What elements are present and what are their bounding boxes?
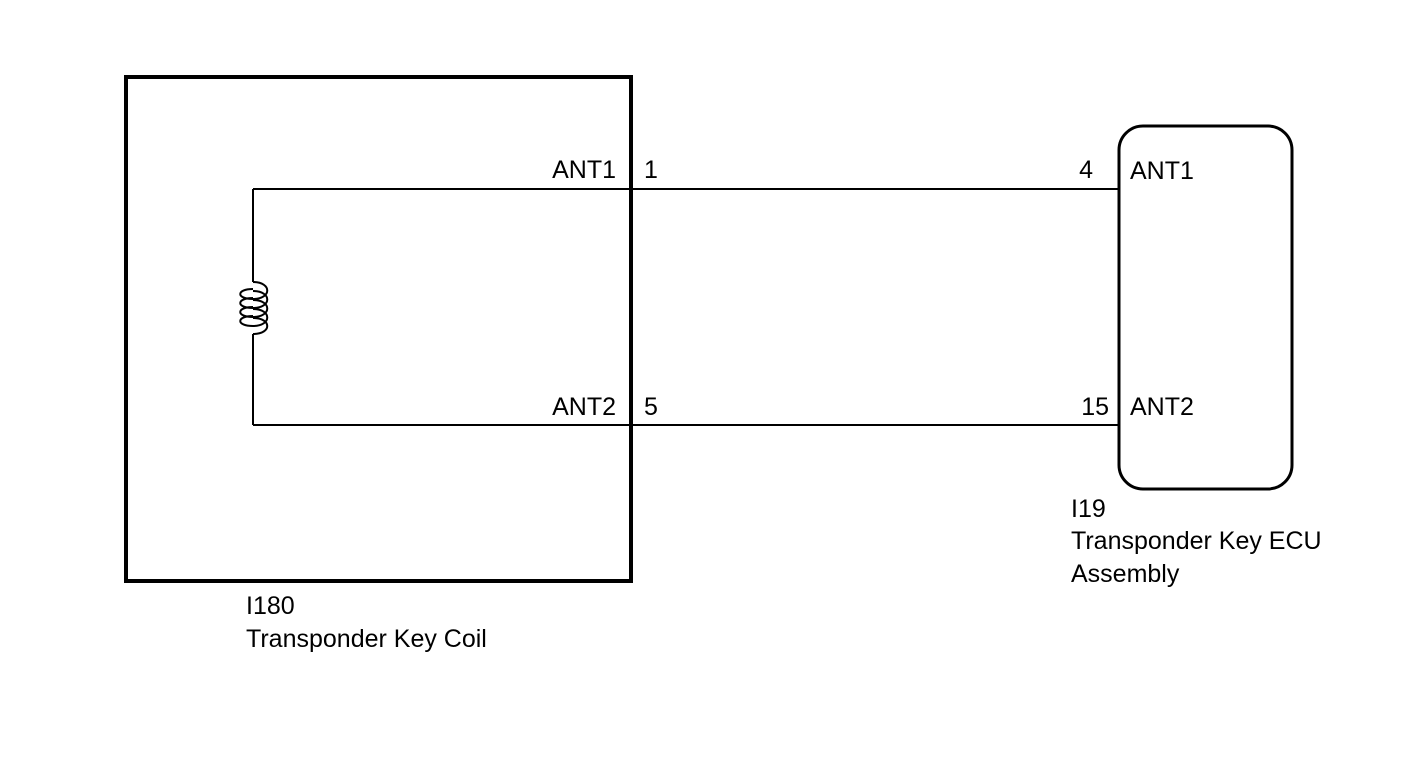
coil-pin-label-ant2: ANT2 bbox=[552, 393, 616, 421]
ecu-component-box bbox=[1117, 124, 1294, 491]
ecu-component-name-line2: Assembly bbox=[1071, 560, 1180, 588]
ecu-connector-id: I19 bbox=[1071, 495, 1106, 523]
inductor-coil-icon bbox=[239, 281, 269, 335]
ecu-pin-label-ant1: ANT1 bbox=[1130, 157, 1194, 185]
coil-pin-label-ant1: ANT1 bbox=[552, 156, 616, 184]
coil-pin-number-1: 1 bbox=[644, 156, 658, 184]
coil-component-name: Transponder Key Coil bbox=[246, 625, 487, 653]
coil-connector-id: I180 bbox=[246, 592, 295, 620]
ecu-pin-number-15: 15 bbox=[1081, 393, 1109, 421]
ecu-component-name-line1: Transponder Key ECU bbox=[1071, 527, 1322, 555]
ecu-pin-label-ant2: ANT2 bbox=[1130, 393, 1194, 421]
ecu-pin-number-4: 4 bbox=[1079, 156, 1093, 184]
coil-component-box bbox=[124, 75, 633, 583]
coil-pin-number-5: 5 bbox=[644, 393, 658, 421]
